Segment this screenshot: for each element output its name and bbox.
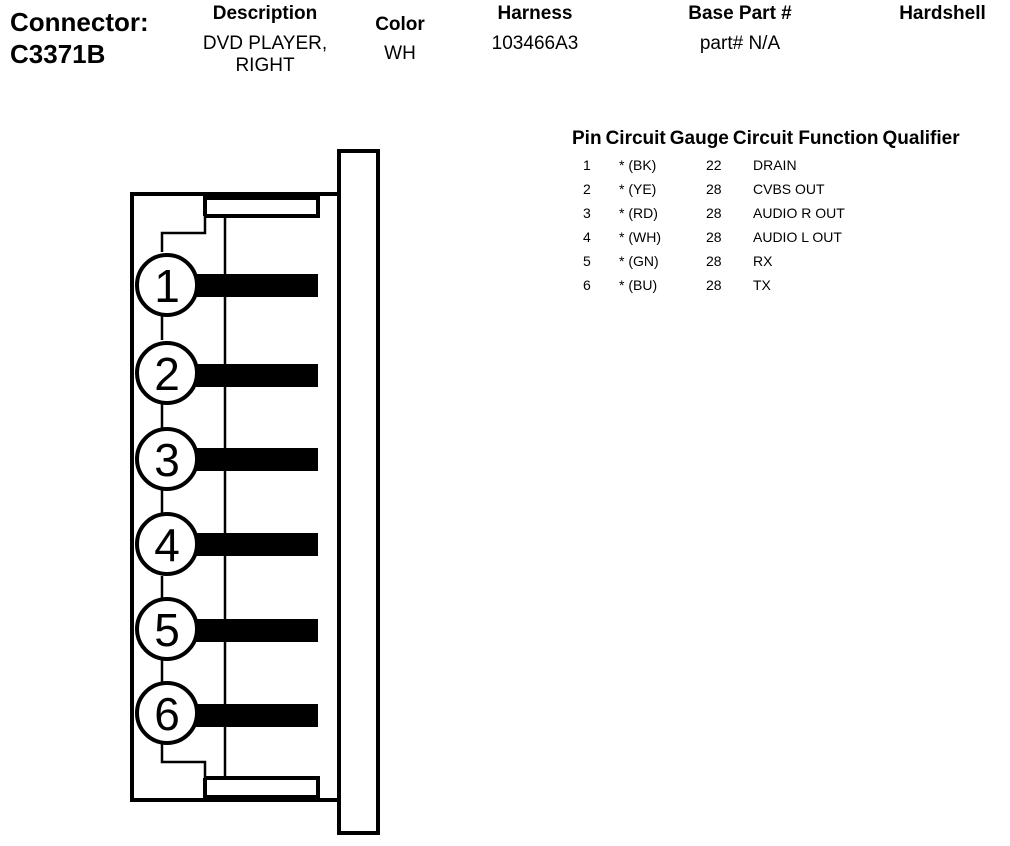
bottom-latch [203, 776, 320, 799]
pin-cell: 5 [583, 253, 591, 269]
harness-value: 103466A3 [491, 33, 579, 54]
function-cell: AUDIO R OUT [753, 205, 845, 221]
pin-cell: 4 [583, 229, 591, 245]
pin-number-4: 4 [154, 519, 180, 571]
circuit-cell: * (WH) [619, 229, 661, 245]
description-value-line1: DVD PLAYER, [202, 33, 328, 54]
function-cell: CVBS OUT [753, 181, 825, 197]
connector-label: Connector: [10, 7, 149, 37]
color-value: WH [384, 43, 416, 64]
table-row: 3 * (RD) 28 AUDIO R OUT [572, 201, 964, 225]
color-header: Color [375, 14, 425, 35]
table-row: 6 * (BU) 28 TX [572, 273, 964, 297]
circuit-cell: * (GN) [619, 253, 659, 269]
pin-number-5: 5 [154, 604, 180, 656]
col-qualifier: Qualifier [882, 128, 960, 149]
pin-number-3: 3 [154, 434, 180, 486]
circuit-cell: * (BU) [619, 277, 658, 293]
pin-number-1: 1 [154, 260, 180, 312]
pin-terminal-4 [190, 533, 318, 556]
table-row: 4 * (WH) 28 AUDIO L OUT [572, 225, 964, 249]
inner-wall [205, 214, 227, 780]
function-cell: TX [753, 277, 771, 293]
pin-terminal-1 [190, 274, 318, 297]
gauge-cell: 28 [706, 229, 722, 245]
col-circuit: Circuit [605, 128, 666, 149]
connector-heading: Connector: C3371B [10, 6, 149, 70]
col-circuit-function: Circuit Function [732, 128, 879, 149]
description-header: Description [212, 3, 318, 24]
base-part-value: part# N/A [699, 33, 781, 54]
connector-side-bar [337, 149, 380, 835]
gauge-cell: 28 [706, 205, 722, 221]
function-cell: RX [753, 253, 773, 269]
table-row: 2 * (YE) 28 CVBS OUT [572, 177, 964, 201]
cavity-top-step [160, 216, 207, 252]
connector-id: C3371B [10, 39, 106, 69]
pin-cell: 3 [583, 205, 591, 221]
gauge-cell: 28 [706, 181, 722, 197]
col-gauge: Gauge [669, 128, 729, 149]
pin-circle-2 [135, 341, 199, 405]
pin-number-2: 2 [154, 348, 180, 400]
pin-terminal-6 [190, 704, 318, 727]
gauge-cell: 28 [706, 253, 722, 269]
pin-terminal-2 [190, 364, 318, 387]
pin-number-6: 6 [154, 688, 180, 740]
pin-circle-5 [135, 597, 199, 661]
function-cell: AUDIO L OUT [753, 229, 842, 245]
pin-circle-3 [135, 427, 199, 491]
top-latch [203, 196, 320, 218]
table-row: 5 * (GN) 28 RX [572, 249, 964, 273]
pin-circle-6 [135, 681, 199, 745]
col-pin: Pin [572, 128, 602, 149]
table-row: 1 * (BK) 22 DRAIN [572, 153, 964, 177]
function-cell: DRAIN [753, 157, 797, 173]
pin-cell: 6 [583, 277, 591, 293]
gauge-cell: 22 [706, 157, 722, 173]
description-value-line2: RIGHT [235, 55, 295, 76]
pin-terminal-5 [190, 619, 318, 642]
gauge-cell: 28 [706, 277, 722, 293]
base-part-header: Base Part # [688, 3, 792, 24]
circuit-cell: * (RD) [619, 205, 658, 221]
pin-cell: 2 [583, 181, 591, 197]
circuit-cell: * (YE) [619, 181, 657, 197]
pin-circle-4 [135, 512, 199, 576]
connector-housing [130, 192, 341, 802]
circuit-cell: * (BK) [619, 157, 657, 173]
harness-header: Harness [497, 3, 573, 24]
pin-circle-1 [135, 253, 199, 317]
pin-terminal-3 [190, 448, 318, 471]
cavity-bottom-step [160, 740, 207, 778]
hardshell-header: Hardshell [899, 3, 986, 24]
pin-cell: 1 [583, 157, 591, 173]
